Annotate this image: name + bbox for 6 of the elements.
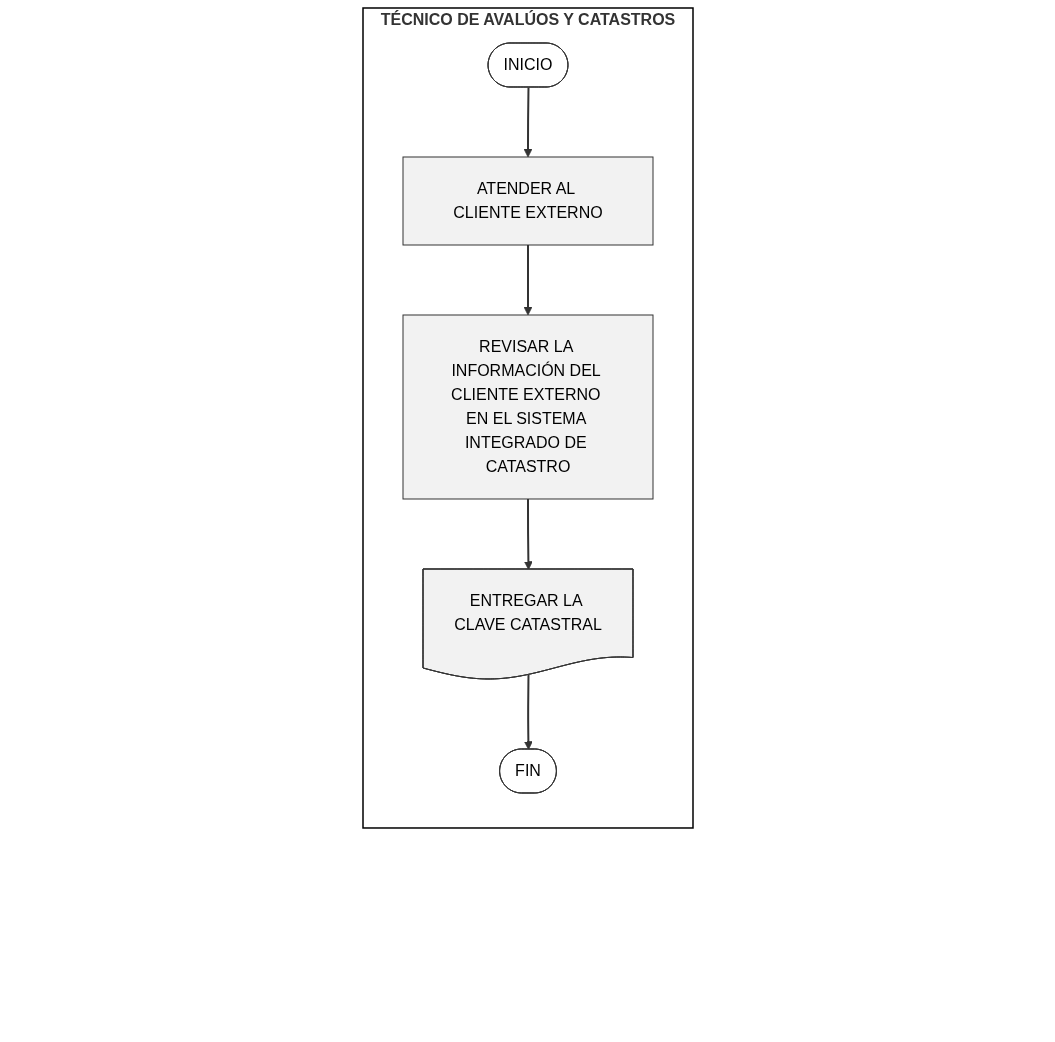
node-box: ATENDER AL CLIENTE EXTERNO: [402, 156, 653, 246]
arrow: [523, 673, 533, 750]
arrow: [523, 86, 532, 158]
node-box: REVISAR LA INFORMACIÓN DEL CLIENTE EXTERNO EN EL SISTEMA INTEGRADO DE CATASTRO: [402, 314, 653, 500]
arrow: [523, 244, 532, 316]
arrow: [523, 498, 533, 570]
